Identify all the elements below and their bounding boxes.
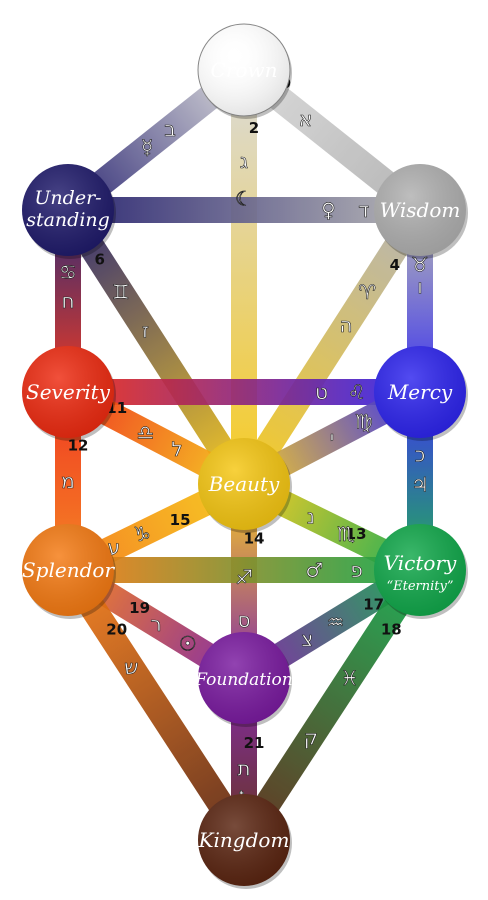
path-number-14: 14 — [244, 529, 265, 547]
path-13-symbol-2: ♏ — [337, 522, 355, 546]
path-20-symbol-1: ש — [124, 655, 138, 679]
sephira-splendor: Splendor — [22, 524, 116, 619]
path-17-symbol-2: צ — [301, 627, 313, 651]
path-6-symbol-2: ז — [142, 319, 149, 343]
path-4-symbol-2: ה — [340, 313, 353, 337]
sephira-label: Crown — [211, 58, 278, 82]
sephira-label: Beauty — [208, 472, 280, 496]
path-12-symbol-1: מ — [61, 469, 75, 493]
path-7-symbol-2: ח — [61, 289, 74, 313]
sephira-understanding: Under-standing — [22, 164, 116, 259]
path-6-symbol-1: ♊ — [112, 280, 130, 304]
sephira-severity: Severity — [22, 346, 116, 441]
sephira-sublabel: “Eternity” — [386, 579, 453, 594]
path-19-symbol-1: ר — [150, 612, 161, 636]
path-7-symbol-1: ♋ — [59, 260, 77, 284]
path-3-symbol-2: ד — [358, 198, 369, 222]
path-0-symbol-1: א — [299, 107, 312, 131]
sephira-beauty: Beauty — [198, 438, 292, 533]
path-10-symbol-1: כ — [415, 442, 426, 466]
sephira-shading — [374, 164, 466, 256]
path-number-20: 20 — [106, 620, 127, 638]
path-8-symbol-2: ♌ — [348, 380, 366, 404]
sephira-wisdom: Wisdom — [374, 164, 468, 259]
sephira-shading — [198, 24, 290, 116]
path-4 — [233, 202, 431, 492]
path-18-symbol-1: ♓ — [341, 666, 359, 690]
sephira-shading — [22, 346, 114, 438]
path-11-symbol-1: ♎ — [136, 420, 154, 444]
sephira-label: Severity — [26, 380, 111, 404]
sephira-label: Under- — [34, 187, 101, 209]
sephira-victory: Victory “Eternity” — [374, 524, 468, 619]
path-21-symbol-1: ת — [237, 757, 250, 781]
path-number-12: 12 — [68, 436, 89, 454]
path-16-symbol-2: פ — [350, 558, 363, 582]
sephira-shading — [198, 632, 290, 724]
sephira-label: Mercy — [387, 380, 453, 404]
path-14-symbol-1: ♐ — [235, 565, 253, 589]
path-5-symbol-1: ♉ — [411, 253, 429, 277]
path-6 — [57, 202, 255, 492]
sephira-crown: Crown — [197, 23, 292, 119]
path-14-symbol-2: ס — [238, 608, 251, 632]
path-1-symbol-2: ☿ — [141, 135, 153, 159]
sephira-kingdom: Kingdom — [198, 794, 292, 889]
path-13-symbol-1: נ — [307, 505, 315, 529]
sephira-foundation: Foundation — [194, 632, 293, 727]
sephira-label: standing — [26, 209, 110, 231]
path-number-17: 17 — [363, 596, 384, 614]
path-2-symbol-1: ג — [240, 149, 248, 173]
path-number-15: 15 — [170, 511, 191, 529]
path-number-18: 18 — [381, 620, 402, 638]
path-15-symbol-1: ♑ — [133, 522, 151, 546]
sephira-label: Victory — [384, 551, 457, 575]
sephira-label: Splendor — [22, 558, 115, 582]
path-number-21: 21 — [244, 734, 265, 752]
path-8-symbol-1: ט — [315, 380, 328, 404]
path-10-symbol-2: ♃ — [411, 473, 429, 497]
path-number-2: 2 — [249, 119, 259, 137]
path-20 — [57, 562, 255, 848]
path-number-19: 19 — [129, 599, 150, 617]
sephira-label: Kingdom — [198, 828, 290, 852]
path-19-symbol-2: ☉ — [179, 631, 197, 655]
path-3-symbol-1: ♀ — [321, 198, 336, 222]
path-1-symbol-1: ב — [164, 117, 176, 141]
path-number-4: 4 — [390, 256, 400, 274]
sephira-shading — [374, 346, 466, 438]
path-17-symbol-1: ♒ — [327, 610, 345, 634]
sephira-shading — [22, 524, 114, 616]
sephira-mercy: Mercy — [374, 346, 468, 441]
path-number-13: 13 — [346, 525, 367, 543]
path-11-symbol-2: ל — [171, 437, 182, 461]
sephira-label: Wisdom — [380, 198, 461, 222]
path-9-symbol-2: י — [330, 426, 334, 450]
path-2-symbol-2: ☾ — [235, 186, 253, 210]
path-4-symbol-1: ♈ — [358, 280, 376, 304]
path-number-6: 6 — [94, 250, 104, 268]
path-9-symbol-1: ♍ — [355, 409, 373, 433]
path-18-symbol-2: ק — [304, 725, 318, 749]
sephira-shading — [374, 524, 466, 616]
sephira-shading — [22, 164, 114, 256]
path-5-symbol-2: ו — [417, 274, 422, 298]
sephira-shading — [198, 794, 290, 886]
path-16-symbol-1: ♂ — [305, 558, 323, 582]
sephira-label: Foundation — [194, 670, 292, 690]
sephira-shading — [198, 438, 290, 530]
path-18 — [233, 562, 431, 848]
